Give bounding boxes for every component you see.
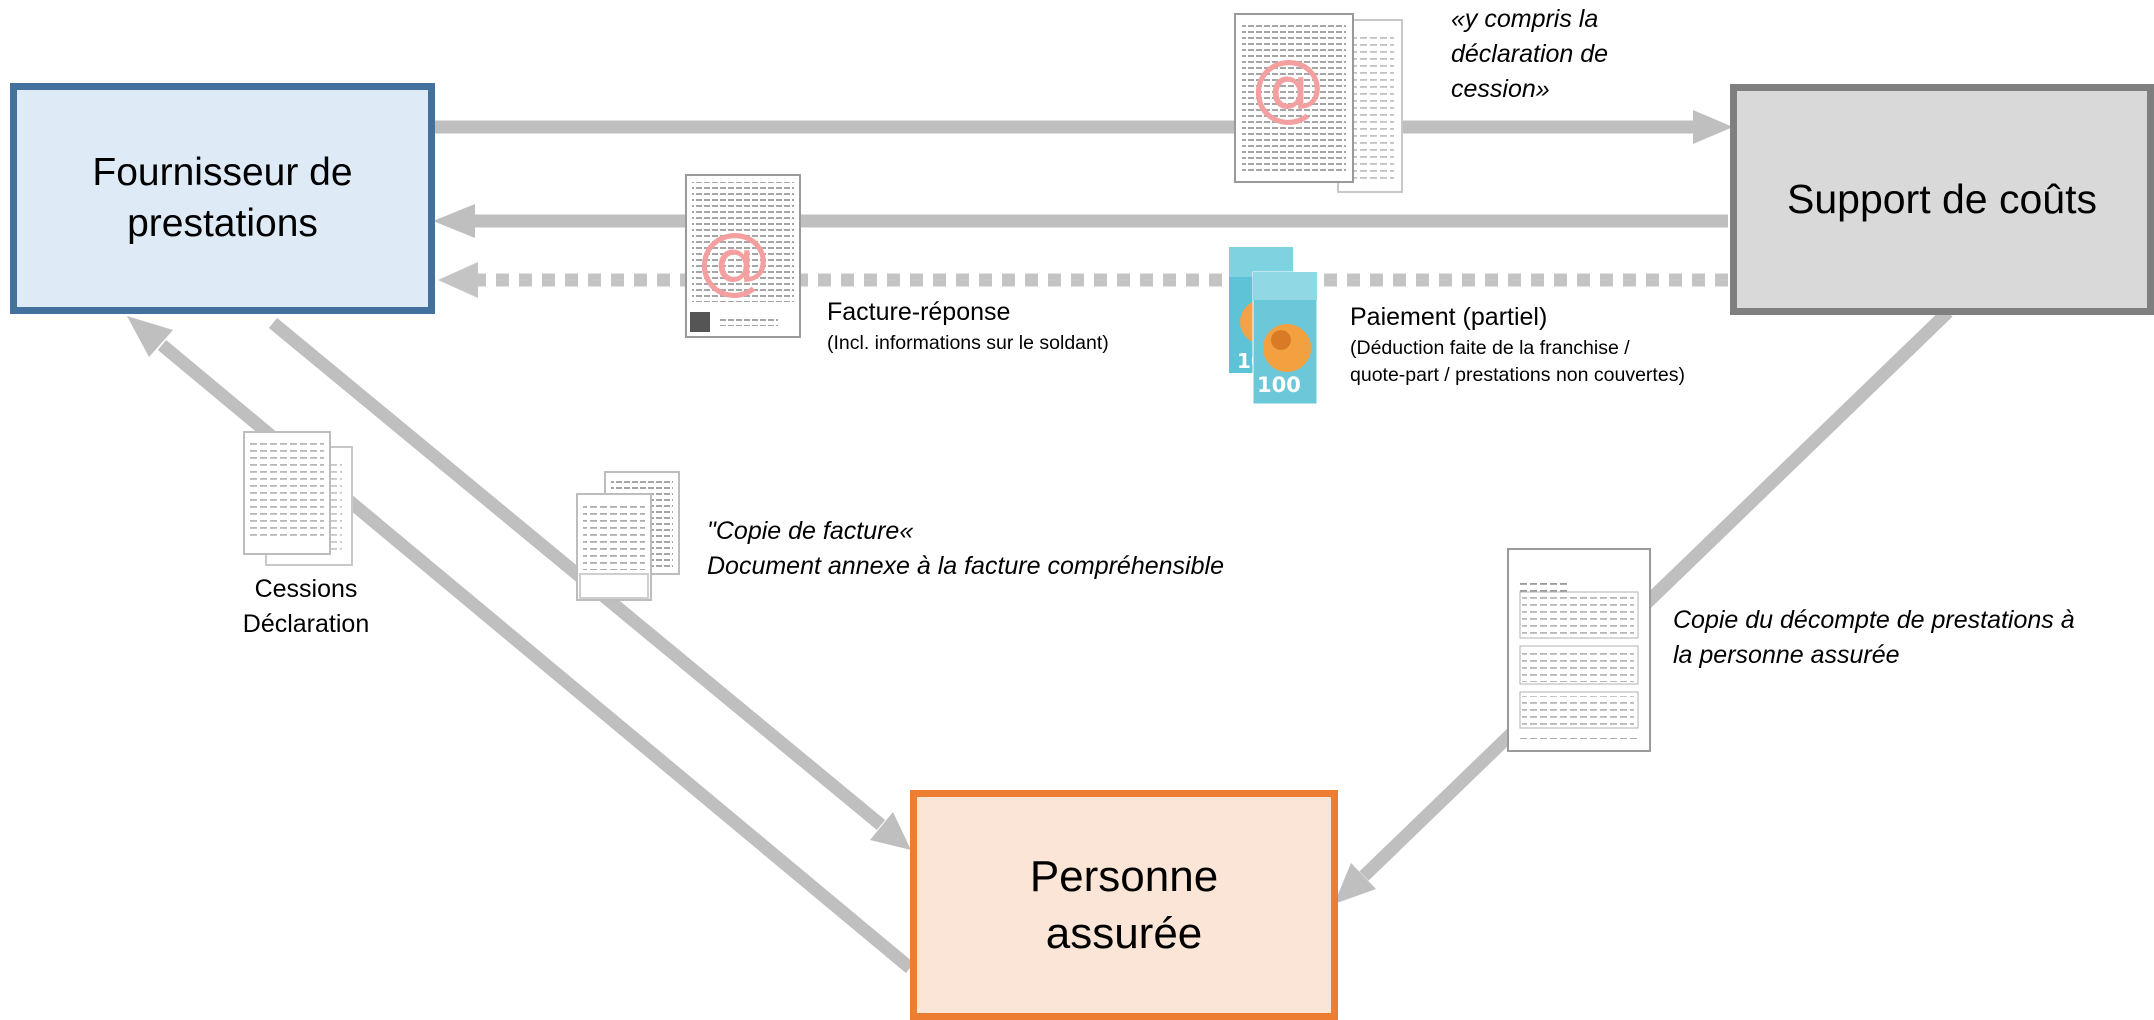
invoice-copy-line: Document annexe à la facture compréhensi… bbox=[707, 552, 1224, 580]
cost-bearer-label: Support de coûts bbox=[1787, 175, 2097, 222]
cession-note-line: «y compris la bbox=[1451, 5, 1599, 33]
payment-note-line: quote-part / prestations non couvertes) bbox=[1350, 364, 1685, 387]
insured-person-box: Personne assurée bbox=[910, 790, 1338, 1020]
reply-invoice-label: Facture-réponse (Incl. informations sur … bbox=[827, 296, 1109, 357]
arrow-provider-to-cost bbox=[435, 110, 1733, 144]
arrow-payment-dashed bbox=[438, 262, 1728, 298]
cost-bearer-box: Support de coûts bbox=[1730, 84, 2154, 315]
insured-person-label: Personne assurée bbox=[1029, 851, 1219, 958]
payment-title: Paiement (partiel) bbox=[1350, 303, 1548, 331]
payment-label: Paiement (partiel) (Déduction faite de l… bbox=[1350, 301, 1685, 389]
electronic-invoice-icon: @ bbox=[1234, 13, 1403, 193]
benefits-statement-label: Copie du décompte de prestations à la pe… bbox=[1673, 603, 2075, 673]
invoice-copy-label: "Copie de facture« Document annexe à la … bbox=[707, 514, 1224, 584]
reply-invoice-note: (Incl. informations sur le soldant) bbox=[827, 331, 1109, 354]
arrow-cost-to-insured bbox=[1334, 307, 1953, 904]
arrow-insured-to-provider bbox=[127, 316, 915, 973]
benefits-statement-line: Copie du décompte de prestations à bbox=[1673, 606, 2075, 634]
benefits-statement-icon bbox=[1507, 548, 1651, 752]
cession-note-line: déclaration de bbox=[1451, 40, 1609, 68]
banknote-icon: 100 100 bbox=[1229, 247, 1318, 405]
at-icon: @ bbox=[1251, 44, 1325, 130]
service-provider-label: Fournisseur de prestations bbox=[92, 150, 353, 245]
invoice-copy-icon bbox=[576, 471, 680, 601]
reply-invoice-title: Facture-réponse bbox=[827, 298, 1011, 326]
cession-note-line: cession» bbox=[1451, 75, 1550, 103]
arrow-cost-to-provider bbox=[433, 204, 1728, 238]
invoice-copy-line: "Copie de facture« bbox=[707, 517, 914, 545]
service-provider-box: Fournisseur de prestations bbox=[10, 83, 435, 314]
cessions-line: Cessions bbox=[254, 575, 358, 603]
cession-declaration-note: «y compris la déclaration de cession» bbox=[1451, 2, 1608, 107]
svg-text:100: 100 bbox=[1257, 373, 1301, 397]
cession-form-icon bbox=[243, 431, 353, 566]
cessions-label: Cessions Déclaration bbox=[232, 572, 380, 642]
cessions-line: Déclaration bbox=[242, 610, 370, 638]
reply-invoice-icon: @ bbox=[685, 174, 801, 338]
payment-note-line: (Déduction faite de la franchise / bbox=[1350, 336, 1630, 359]
benefits-statement-line: la personne assurée bbox=[1673, 641, 1900, 669]
at-icon: @ bbox=[697, 217, 771, 303]
